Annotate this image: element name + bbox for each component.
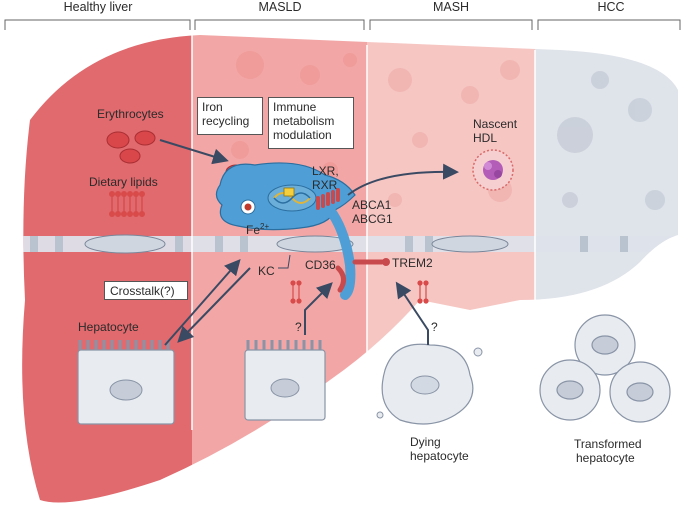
- transformed-hepatocyte-label-2: hepatocyte: [576, 451, 635, 465]
- stage-title-healthy: Healthy liver: [63, 0, 133, 14]
- nascent-hdl-label-1: Nascent: [473, 117, 518, 131]
- lipid-bilayer-icon: [108, 190, 145, 217]
- fe-label: Fe2+: [246, 222, 270, 237]
- stage-brackets: [4, 19, 681, 30]
- dying-hepatocyte-icon: [376, 343, 483, 425]
- transformed-hepatocyte-icon: [539, 314, 671, 423]
- immune-line-1: Immune: [273, 100, 317, 114]
- immune-modulation-box: Immune metabolism modulation: [268, 97, 354, 149]
- kupffer-cell-icon: [215, 162, 356, 300]
- stage-title-mash: MASH: [432, 0, 470, 14]
- rxr-label: RXR: [312, 178, 338, 192]
- lxr-label: LXR,: [312, 164, 339, 178]
- question-mark-1: ?: [295, 320, 302, 334]
- dying-hepatocyte-label-2: hepatocyte: [410, 449, 469, 463]
- crosstalk-box: Crosstalk(?): [104, 281, 188, 300]
- hepatocyte-label: Hepatocyte: [78, 320, 139, 334]
- cd36-label: CD36: [305, 258, 336, 272]
- trem2-label: TREM2: [392, 256, 433, 270]
- kc-label: KC: [258, 264, 275, 278]
- immune-line-2: metabolism: [273, 114, 335, 128]
- cd36-receptor-icon: [335, 265, 346, 293]
- nascent-hdl-icon: [472, 149, 514, 191]
- erythrocytes-label: Erythrocytes: [97, 107, 164, 121]
- abca1-transporter-icon: [316, 188, 340, 210]
- hepatocyte-icon: [244, 340, 326, 421]
- dietary-lipids-label: Dietary lipids: [89, 175, 158, 189]
- stage-title-masld: MASLD: [258, 0, 302, 14]
- transformed-hepatocyte-label-1: Transformed: [574, 437, 642, 451]
- hepatocyte-icon: [77, 340, 175, 425]
- iron-recycling-line-1: Iron: [202, 100, 223, 114]
- question-mark-2: ?: [431, 320, 438, 334]
- immune-line-3: modulation: [273, 128, 332, 142]
- iron-recycling-line-2: recycling: [202, 114, 250, 128]
- abca1-label: ABCA1: [352, 198, 392, 212]
- iron-recycling-box: Iron recycling: [197, 97, 263, 135]
- nascent-hdl-label-2: HDL: [473, 131, 498, 145]
- dying-hepatocyte-label-1: Dying: [410, 435, 441, 449]
- abcg1-label: ABCG1: [352, 212, 393, 226]
- stage-title-hcc: HCC: [597, 0, 625, 14]
- lipid-bilayer-icon: [290, 280, 429, 304]
- trem2-receptor-icon: [352, 258, 390, 266]
- arrows: [159, 139, 459, 346]
